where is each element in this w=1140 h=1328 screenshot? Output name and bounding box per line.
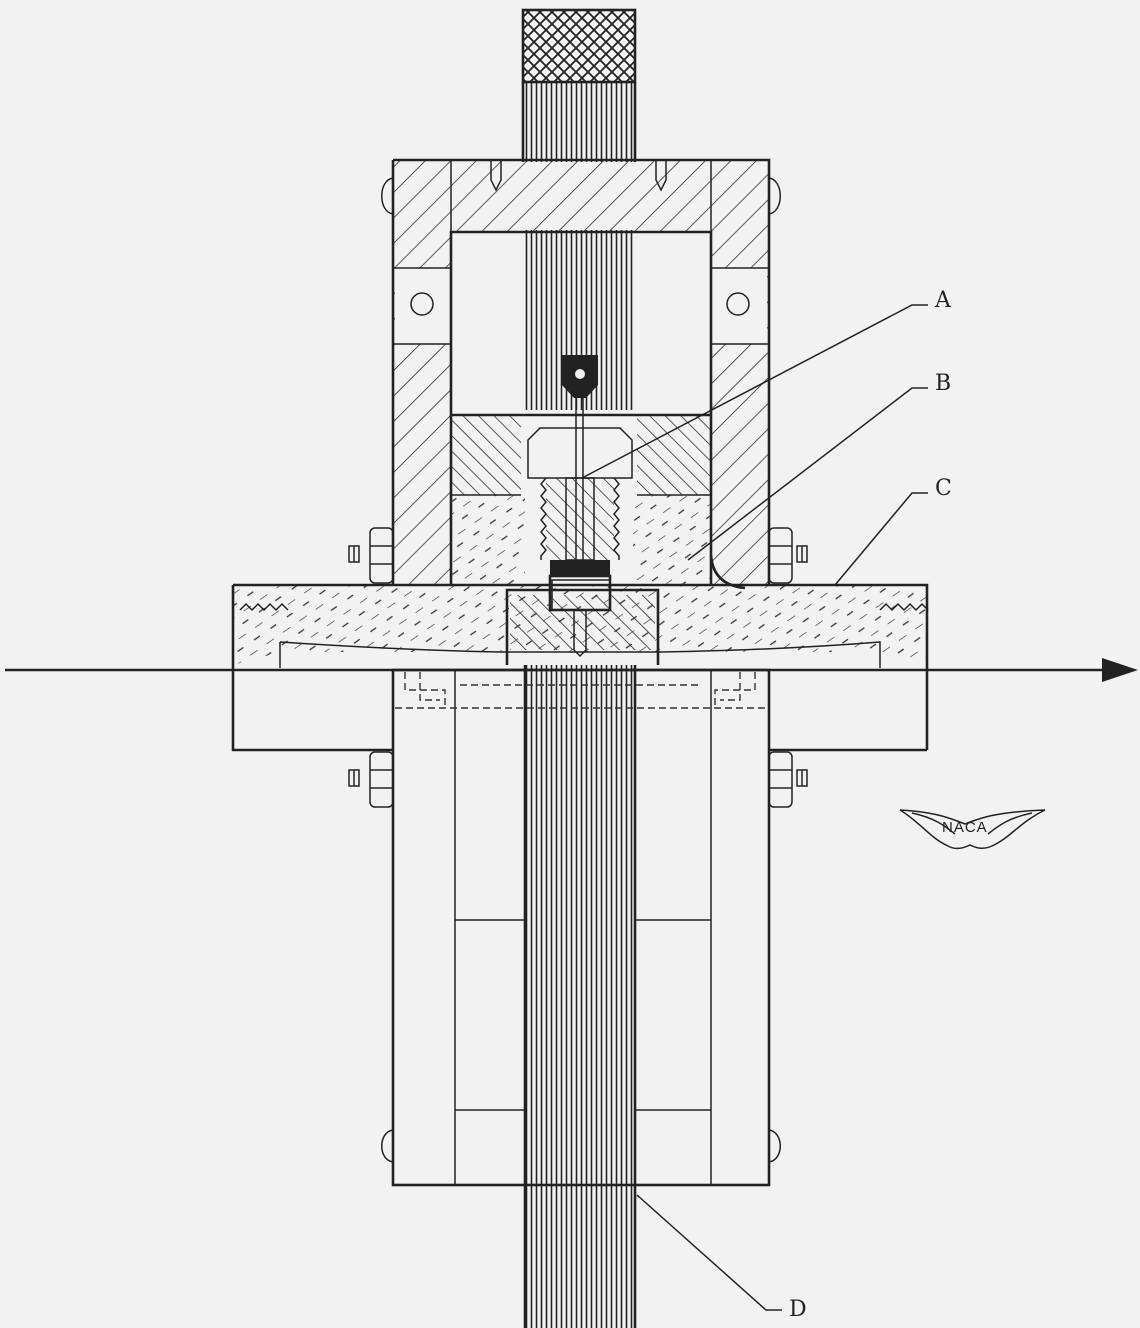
bolt-upper-right-icon (768, 527, 808, 584)
bolt-upper-left-icon (348, 527, 394, 584)
label-d: D (789, 1297, 807, 1322)
label-c: C (935, 476, 952, 501)
leader-c: C (834, 476, 952, 586)
flange-plate (231, 579, 929, 752)
right-pin-icon (726, 292, 750, 316)
bolt-lower-left-icon (348, 751, 394, 808)
shaft (521, 8, 637, 1328)
label-a: A (934, 288, 952, 313)
insert-block (451, 413, 746, 590)
bolt-lower-right-icon (768, 751, 808, 808)
naca-logo-text: NACA (942, 819, 988, 836)
leader-b: B (687, 371, 951, 561)
label-b: B (935, 371, 951, 396)
left-pin-icon (410, 292, 434, 316)
naca-logo: NACA (899, 809, 1046, 850)
lower-body (381, 668, 781, 1187)
leader-a: A (581, 288, 952, 479)
upper-housing (381, 158, 781, 585)
leader-d: D (636, 1194, 807, 1322)
